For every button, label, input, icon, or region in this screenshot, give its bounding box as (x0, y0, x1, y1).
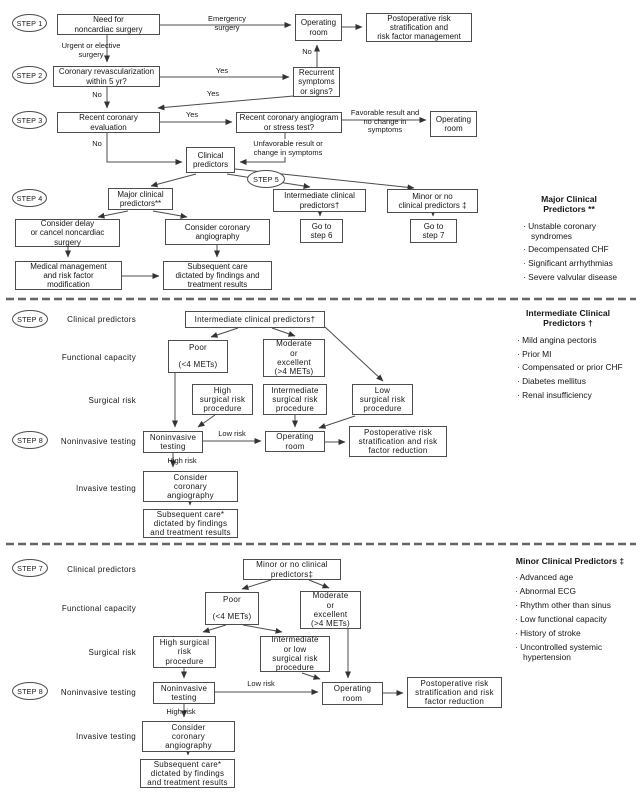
edge-label-high-risk: High risk (167, 456, 197, 465)
node-moderate-excellent-s6: Moderate or excellent (>4 METs) (263, 339, 325, 377)
panel-intermediate-item: Prior MI (517, 349, 623, 360)
panel-major-item: Decompensated CHF (523, 245, 619, 255)
panel-minor-list: Advanced age Abnormal ECG Rhythm other t… (511, 572, 629, 663)
row-label-functional-capacity: Functional capacity (61, 604, 136, 613)
panel-minor-item: Rhythm other than sinus (515, 600, 629, 611)
panel-major-item: Unstable coronary syndromes (523, 221, 619, 242)
node-low-surgical-risk-s6: Low surgical risk procedure (352, 384, 413, 415)
node-recurrent-symptoms: Recurrent symptoms or signs? (293, 67, 340, 97)
node-postop-risk-reduction-s7: Postoperative risk stratification and ri… (407, 677, 502, 708)
panel-major-item: Severe valvular disease (523, 272, 619, 283)
panel-intermediate-clinical-predictors: Intermediate Clinical Predictors † Mild … (513, 308, 623, 405)
step-1-badge: STEP 1 (12, 14, 47, 32)
node-subsequent-care-s6: Subsequent care* dictated by findings an… (143, 509, 238, 538)
panel-minor-clinical-predictors: Minor Clinical Predictors ‡ Advanced age… (511, 556, 629, 667)
node-operating-room-s7: Operating room (322, 682, 383, 705)
edge-label-high-risk: High risk (166, 707, 196, 716)
node-major-clinical-predictors: Major clinical predictors** (108, 188, 173, 210)
node-intermediate-clinical-predictors-s6: Intermediate clinical predictors† (185, 311, 325, 328)
panel-minor-title: Minor Clinical Predictors ‡ (515, 556, 625, 566)
node-intermediate-low-surgical-risk-s7: Intermediate or low surgical risk proced… (260, 635, 330, 672)
node-high-surgical-risk-s7: High surgical risk procedure (153, 636, 216, 668)
row-label-functional-capacity: Functional capacity (61, 353, 136, 362)
node-consider-coronary-angiography-s7: Consider coronary angiography (142, 721, 235, 752)
edge-label-yes: Yes (215, 66, 229, 75)
step-7-badge: STEP 7 (12, 559, 48, 577)
node-recent-angiogram-stress-test: Recent coronary angiogram or stress test… (236, 112, 342, 133)
edge-label-favorable-result: Favorable result and no change in sympto… (350, 108, 420, 135)
node-clinical-predictors: Clinical predictors (186, 147, 235, 173)
panel-minor-item: Uncontrolled systemic hypertension (515, 642, 629, 663)
row-label-clinical-predictors: Clinical predictors (67, 315, 136, 324)
node-consider-coronary-angiography-1: Consider coronary angiography (165, 219, 270, 245)
panel-intermediate-list: Mild angina pectoris Prior MI Compensate… (513, 335, 623, 402)
step-8-badge: STEP 8 (12, 682, 48, 700)
step-8-badge: STEP 8 (12, 431, 48, 449)
edge-label-low-risk: Low risk (247, 679, 275, 688)
panel-major-title: Major Clinical Predictors ** (541, 194, 597, 215)
edge-label-no: No (302, 47, 312, 56)
row-label-surgical-risk: Surgical risk (88, 648, 136, 657)
panel-intermediate-title: Intermediate Clinical Predictors † (525, 308, 611, 329)
edge-label-emergency-surgery: Emergency surgery (208, 14, 246, 32)
panel-major-list: Unstable coronary syndromes Decompensate… (519, 221, 619, 284)
node-postop-risk-reduction-s6: Postoperative risk stratification and ri… (349, 426, 447, 457)
node-poor-mets-s7: Poor (<4 METs) (205, 592, 259, 625)
node-go-to-step-6: Go to step 6 (300, 219, 343, 243)
node-coronary-revascularization: Coronary revascularization within 5 yr? (53, 66, 160, 87)
node-noninvasive-testing-s6: Noninvasive testing (143, 431, 203, 453)
panel-minor-item: Advanced age (515, 572, 629, 583)
node-medical-management: Medical management and risk factor modif… (15, 261, 122, 290)
panel-intermediate-item: Compensated or prior CHF (517, 363, 623, 373)
node-intermediate-surgical-risk-s6: Intermediate surgical risk procedure (263, 384, 327, 415)
panel-major-clinical-predictors: Major Clinical Predictors ** Unstable co… (519, 194, 619, 287)
edge-label-yes: Yes (185, 110, 199, 119)
node-high-surgical-risk-s6: High surgical risk procedure (192, 384, 253, 415)
panel-minor-item: History of stroke (515, 628, 629, 639)
step-3-badge: STEP 3 (12, 111, 47, 129)
step-5-badge: STEP 5 (247, 170, 285, 188)
edge-label-yes: Yes (206, 89, 220, 98)
node-consider-delay-cancel: Consider delay or cancel noncardiac surg… (15, 219, 120, 247)
node-minor-clinical-predictors: Minor or no clinical predictors ‡ (387, 189, 478, 213)
node-noninvasive-testing-s7: Noninvasive testing (153, 682, 215, 704)
row-label-noninvasive-testing: Noninvasive testing (60, 688, 136, 697)
node-operating-room-s6: Operating room (265, 431, 325, 452)
node-recent-coronary-evaluation: Recent coronary evaluation (57, 112, 160, 133)
node-operating-room-1: Operating room (295, 14, 342, 41)
edge-label-no: No (92, 90, 102, 99)
step-6-badge: STEP 6 (12, 310, 48, 328)
node-need-noncardiac-surgery: Need for noncardiac surgery (57, 14, 160, 35)
node-postop-risk-management: Postoperative risk stratification and ri… (366, 13, 472, 42)
node-moderate-excellent-s7: Moderate or excellent (>4 METs) (300, 591, 361, 629)
step-2-badge: STEP 2 (12, 66, 47, 84)
node-subsequent-care-s7: Subsequent care* dictated by findings an… (140, 759, 235, 788)
panel-minor-item: Abnormal ECG (515, 586, 629, 597)
row-label-invasive-testing: Invasive testing (76, 484, 136, 493)
node-intermediate-clinical-predictors: Intermediate clinical predictors† (273, 189, 366, 212)
panel-intermediate-item: Renal insufficiency (517, 390, 623, 401)
node-subsequent-care-1: Subsequent care dictated by findings and… (163, 261, 272, 290)
node-poor-mets-s6: Poor (<4 METs) (168, 340, 228, 373)
node-go-to-step-7: Go to step 7 (410, 219, 457, 243)
row-label-invasive-testing: Invasive testing (76, 732, 136, 741)
panel-major-item: Significant arrhythmias (523, 258, 619, 269)
node-consider-coronary-angiography-s6: Consider coronary angiography (143, 471, 238, 502)
step-4-badge: STEP 4 (12, 189, 47, 207)
edge-label-no: No (92, 139, 102, 148)
panel-intermediate-item: Diabetes mellitus (517, 376, 623, 387)
node-minor-clinical-predictors-s7: Minor or no clinical predictors‡ (243, 559, 341, 580)
panel-minor-item: Low functional capacity (515, 614, 629, 625)
panel-intermediate-item: Mild angina pectoris (517, 335, 623, 346)
edge-label-urgent-elective: Urgent or elective surgery (61, 41, 121, 59)
row-label-clinical-predictors: Clinical predictors (67, 565, 136, 574)
row-label-surgical-risk: Surgical risk (88, 396, 136, 405)
row-label-noninvasive-testing: Noninvasive testing (60, 437, 136, 446)
edge-label-low-risk: Low risk (218, 429, 246, 438)
edge-label-unfavorable-result: Unfavorable result or change in symptoms (253, 139, 323, 157)
node-operating-room-2: Operating room (430, 111, 477, 137)
